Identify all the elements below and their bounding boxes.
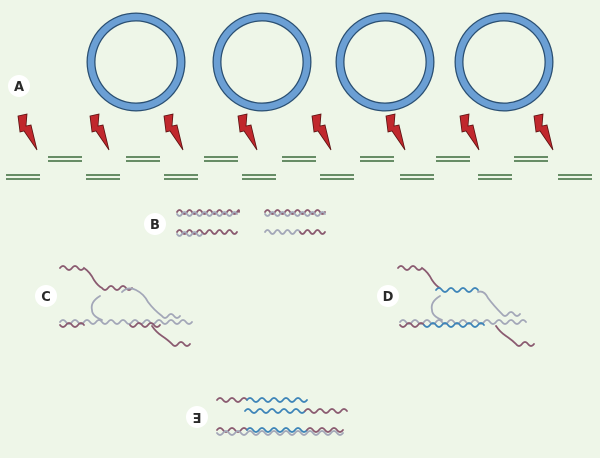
- strand: [397, 265, 441, 289]
- strand: [216, 430, 344, 436]
- strand: [246, 397, 308, 403]
- plasmid-ring-1: [86, 12, 186, 112]
- strand: [59, 265, 133, 291]
- label-b: B: [144, 213, 166, 235]
- lightning-bolt-icon: [459, 113, 480, 151]
- dna-fragments: [6, 156, 592, 180]
- lightning-bolt-icon: [89, 113, 110, 151]
- strand: [176, 209, 240, 215]
- lightning-bolt-icon: [533, 113, 554, 151]
- svg-text:C: C: [41, 290, 51, 305]
- lightning-bolt-icon: [385, 113, 406, 151]
- strand: [121, 287, 181, 319]
- strand: [264, 209, 326, 215]
- strand: [264, 211, 326, 217]
- strand: [423, 322, 485, 328]
- strand: [435, 287, 479, 293]
- label-d: D: [377, 285, 399, 307]
- strand: [151, 325, 191, 347]
- strand: [399, 319, 527, 325]
- strand: [176, 231, 203, 237]
- strand: [244, 408, 306, 414]
- strand: [477, 290, 521, 317]
- strand: [299, 229, 326, 235]
- section-e-strands: [216, 397, 348, 436]
- strand: [264, 229, 301, 235]
- lightning-bolts: [17, 113, 554, 151]
- strand: [306, 427, 344, 433]
- strand: [399, 322, 425, 328]
- svg-text:E: E: [193, 409, 202, 424]
- section-c-strands: [59, 265, 193, 347]
- strand: [90, 295, 103, 321]
- strand: [216, 427, 248, 433]
- plasmid-rings: [86, 12, 554, 112]
- strand: [495, 325, 535, 347]
- label-a: A: [8, 75, 30, 97]
- strand: [176, 211, 238, 217]
- plasmid-ring-3: [335, 12, 435, 112]
- lightning-bolt-icon: [17, 113, 38, 151]
- strand: [304, 408, 348, 414]
- strand: [176, 229, 238, 235]
- lightning-bolt-icon: [237, 113, 258, 151]
- strand: [59, 322, 85, 328]
- label-c: C: [35, 285, 57, 307]
- svg-text:D: D: [383, 290, 394, 305]
- strand: [430, 295, 443, 321]
- section-d-strands: [397, 265, 535, 347]
- strand: [216, 397, 248, 403]
- svg-text:B: B: [150, 218, 160, 233]
- plasmid-ring-4: [454, 12, 554, 112]
- lightning-bolt-icon: [163, 113, 184, 151]
- label-e: E: [186, 406, 208, 428]
- svg-text:A: A: [14, 80, 24, 95]
- plasmid-ring-2: [212, 12, 312, 112]
- lightning-bolt-icon: [311, 113, 332, 151]
- strand: [129, 322, 161, 328]
- section-b-strands: [176, 209, 326, 237]
- strand: [246, 427, 308, 433]
